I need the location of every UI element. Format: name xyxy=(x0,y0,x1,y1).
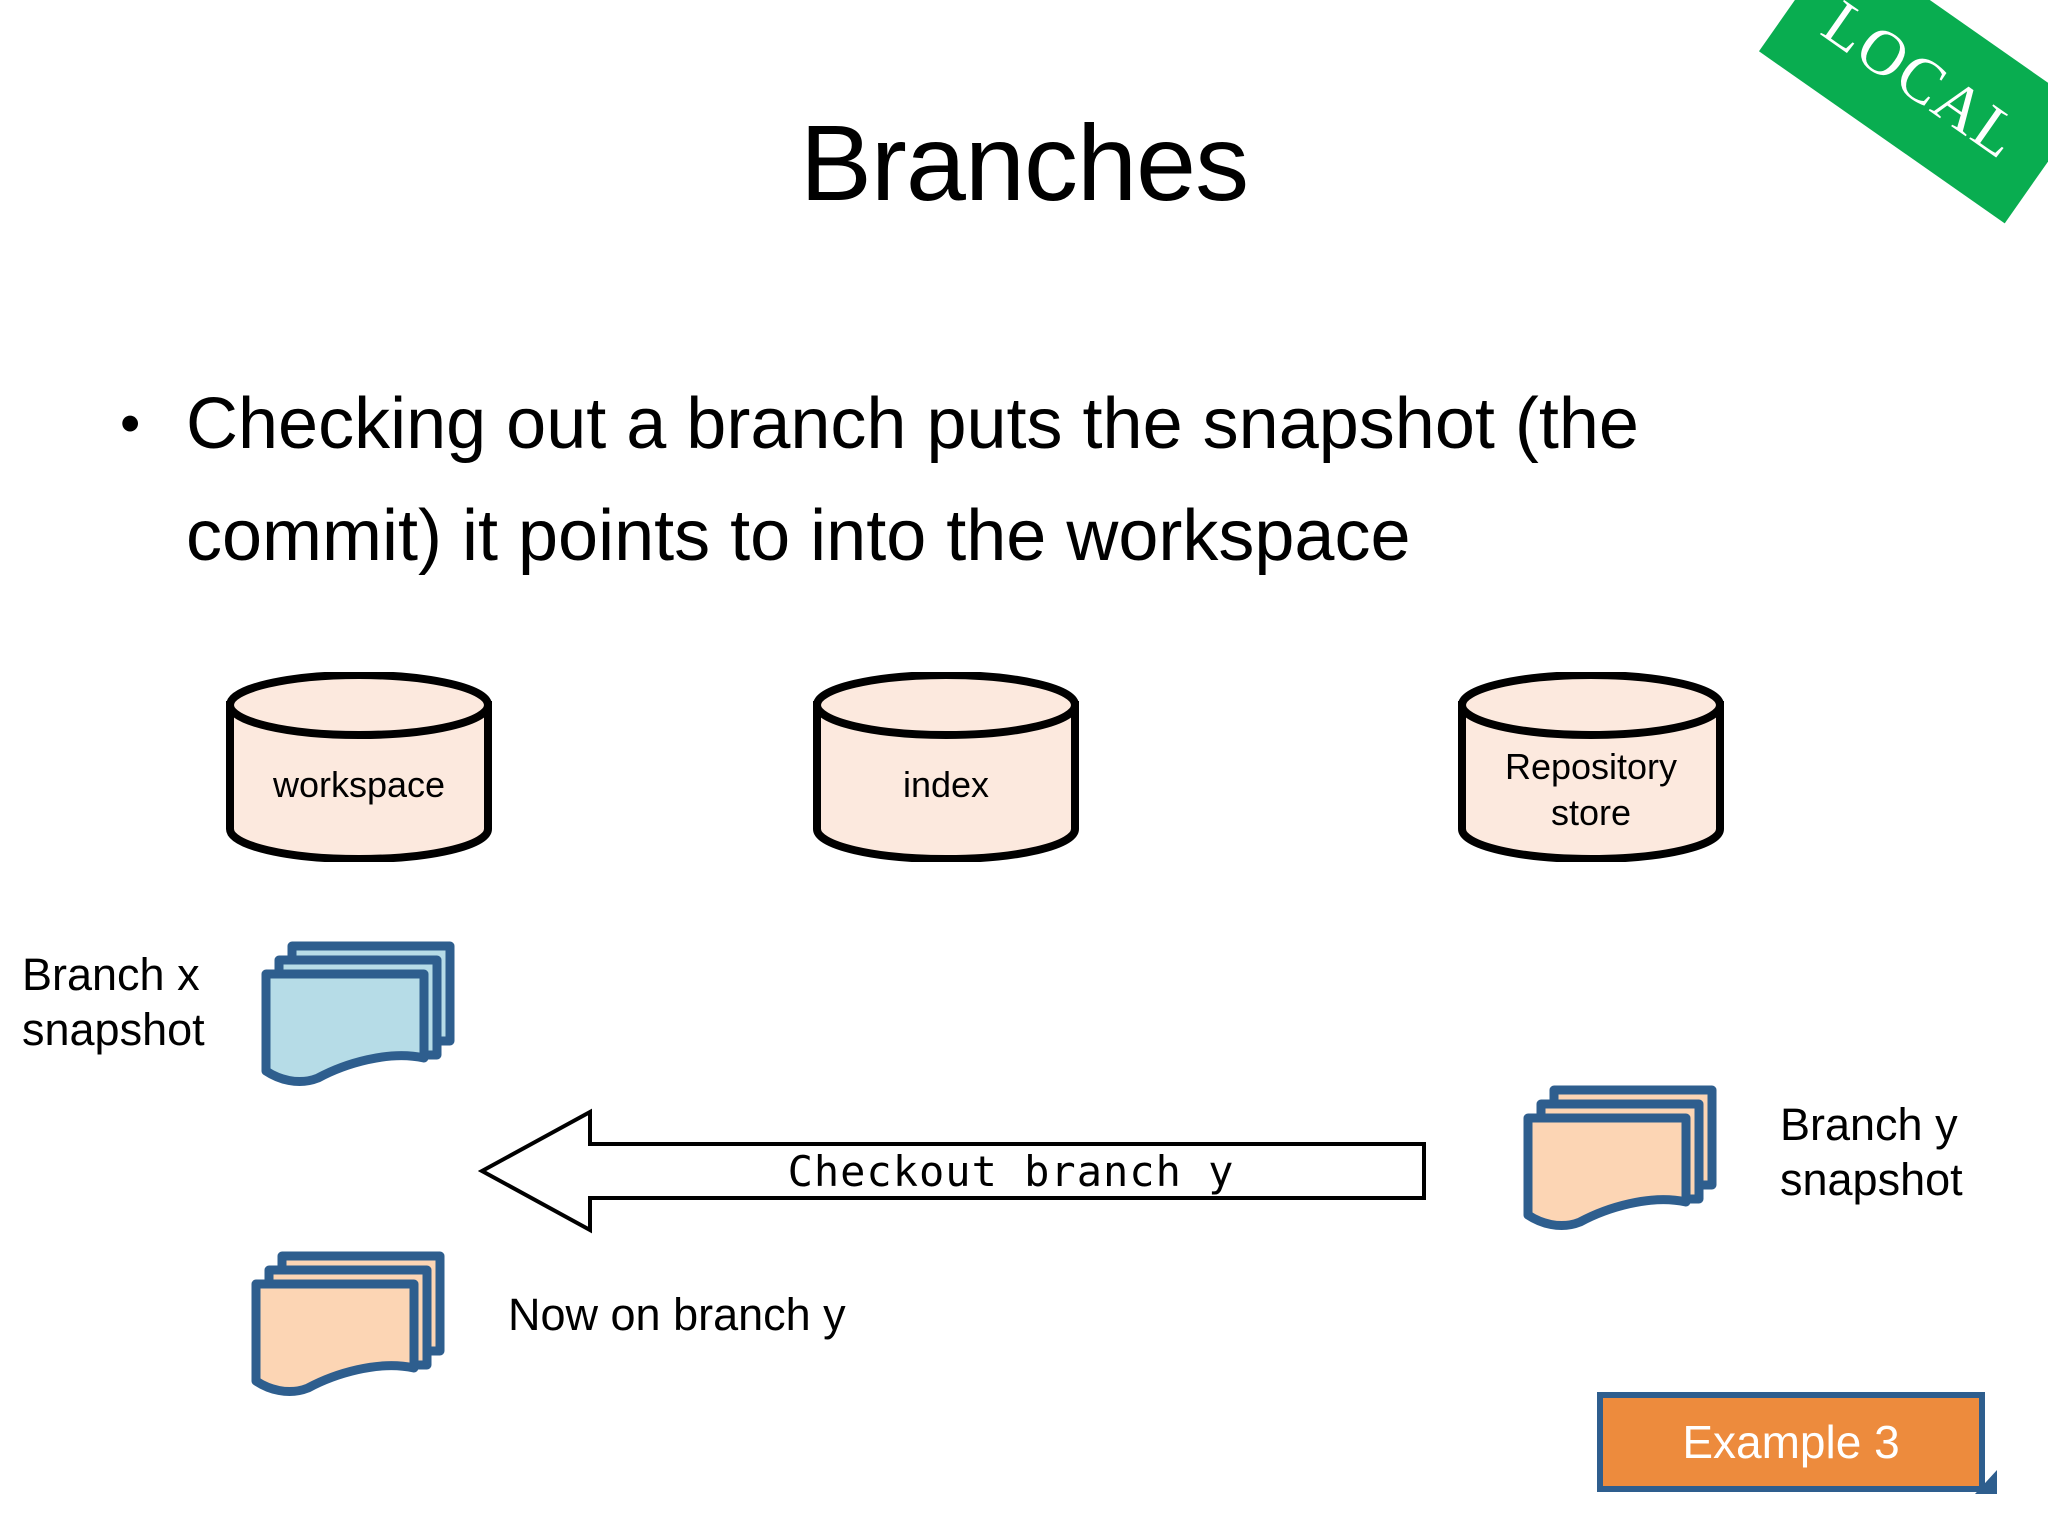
snapshot-now-on-branch-y-label: Now on branch y xyxy=(508,1289,846,1340)
checkout-arrow-shape xyxy=(478,1108,1426,1234)
bullet-text: Checking out a branch puts the snapshot … xyxy=(186,384,1639,576)
cylinder-workspace: workspace xyxy=(225,672,493,862)
cylinder-index: index xyxy=(812,672,1080,862)
snapshot-branch-y xyxy=(1520,1082,1720,1232)
cylinder-repository-store-label: Repository store xyxy=(1504,746,1678,834)
snapshot-branch-y-label: Branch y snapshot xyxy=(1780,1099,1963,1205)
cylinder-index-shape xyxy=(813,672,1079,862)
cylinder-workspace-label: workspace xyxy=(272,764,446,805)
page-title: Branches xyxy=(799,102,1249,223)
cylinder-repository-store: Repository store xyxy=(1457,672,1725,862)
snapshot-now-on-branch-y xyxy=(248,1248,448,1398)
example-badge-fold-icon xyxy=(1975,1470,1997,1494)
bullet-list: • Checking out a branch puts the snapsho… xyxy=(112,368,1972,592)
checkout-arrow-label: Checkout branch y xyxy=(787,1146,1235,1196)
cylinder-workspace-shape xyxy=(226,672,492,862)
example-badge-body xyxy=(1597,1392,1985,1492)
snapshot-branch-x-shape xyxy=(261,941,455,1086)
example-badge: Example 3 xyxy=(1597,1392,1997,1494)
cylinder-repository-store-shape xyxy=(1458,672,1724,862)
snapshot-branch-y-shape xyxy=(1523,1085,1717,1230)
snapshot-branch-x xyxy=(258,938,458,1088)
snapshot-branch-x-label: Branch x snapshot xyxy=(22,949,205,1055)
checkout-arrow: Checkout branch y xyxy=(478,1106,1428,1236)
list-item: • Checking out a branch puts the snapsho… xyxy=(112,368,1972,592)
snapshot-now-on-branch-y-shape xyxy=(251,1251,445,1396)
cylinder-index-label: index xyxy=(902,764,990,805)
bullet-marker-icon: • xyxy=(120,391,141,456)
example-badge-label: Example 3 xyxy=(1682,1416,1900,1468)
